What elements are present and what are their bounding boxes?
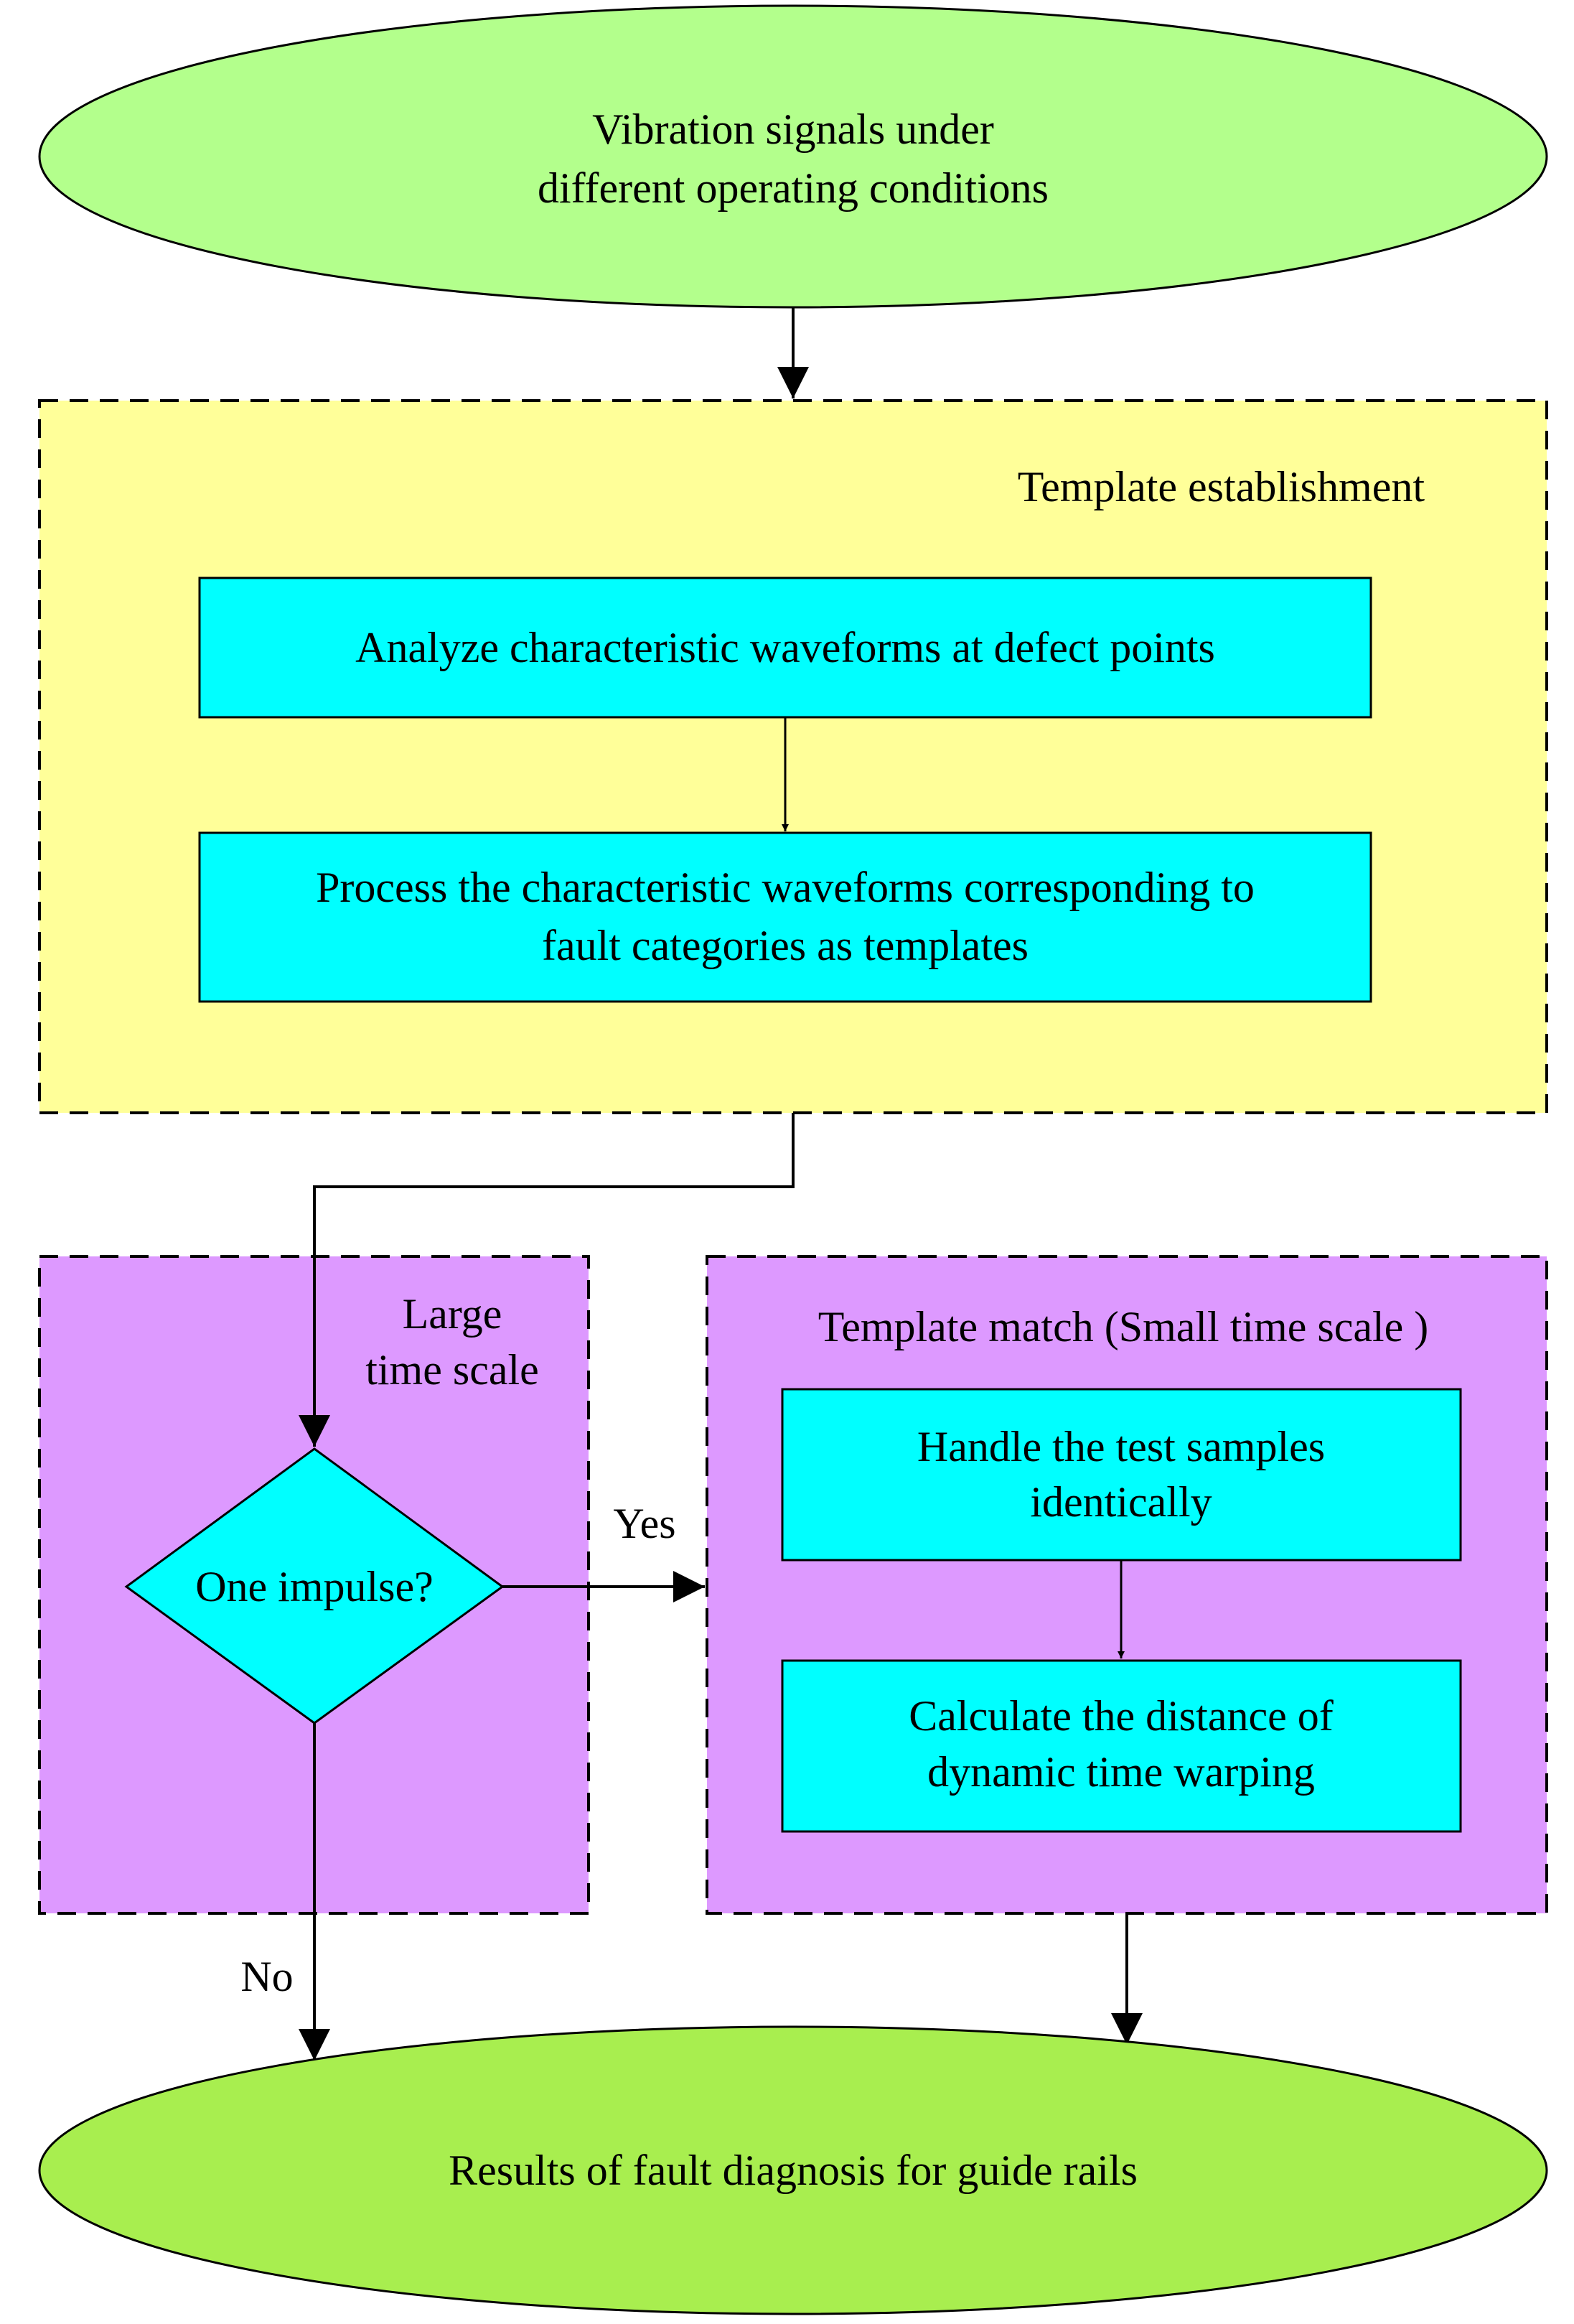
start-label-line1: Vibration signals under	[592, 106, 994, 153]
template-match-title: Template match (Small time scale )	[818, 1303, 1429, 1350]
handle-test-samples-label-line2: identically	[1030, 1478, 1212, 1526]
process-templates-step: Process the characteristic waveforms cor…	[198, 831, 1372, 1003]
arrow-template-to-decision	[299, 1113, 795, 1447]
start-label-line2: different operating conditions	[538, 164, 1049, 212]
end-node: Results of fault diagnosis for guide rai…	[38, 2025, 1548, 2315]
process-templates-label-line2: fault categories as templates	[542, 922, 1029, 969]
decision-label: One impulse?	[195, 1563, 434, 1610]
handle-test-samples-step: Handle the test samples identically	[781, 1388, 1462, 1562]
calculate-dtw-label-line1: Calculate the distance of	[909, 1692, 1333, 1740]
yes-label: Yes	[613, 1500, 675, 1547]
template-match-group: Template match (Small time scale ) Handl…	[706, 1255, 1548, 1915]
decision-node: One impulse?	[124, 1447, 505, 1725]
end-label: Results of fault diagnosis for guide rai…	[449, 2147, 1138, 2194]
large-time-scale-title-line1: Large	[403, 1290, 502, 1338]
handle-test-samples-label-line1: Handle the test samples	[917, 1423, 1325, 1470]
large-time-scale-title-line2: time scale	[365, 1346, 539, 1394]
start-node: Vibration signals under different operat…	[38, 4, 1548, 309]
analyze-waveforms-label: Analyze characteristic waveforms at defe…	[355, 624, 1215, 671]
no-label: No	[240, 1953, 293, 2000]
calculate-dtw-step: Calculate the distance of dynamic time w…	[781, 1659, 1462, 1833]
process-templates-label-line1: Process the characteristic waveforms cor…	[316, 864, 1255, 911]
calculate-dtw-label-line2: dynamic time warping	[927, 1748, 1315, 1796]
template-establishment-title: Template establishment	[1018, 463, 1425, 510]
analyze-waveforms-step: Analyze characteristic waveforms at defe…	[198, 577, 1372, 719]
template-establishment-group: Template establishment Analyze character…	[38, 399, 1548, 1114]
